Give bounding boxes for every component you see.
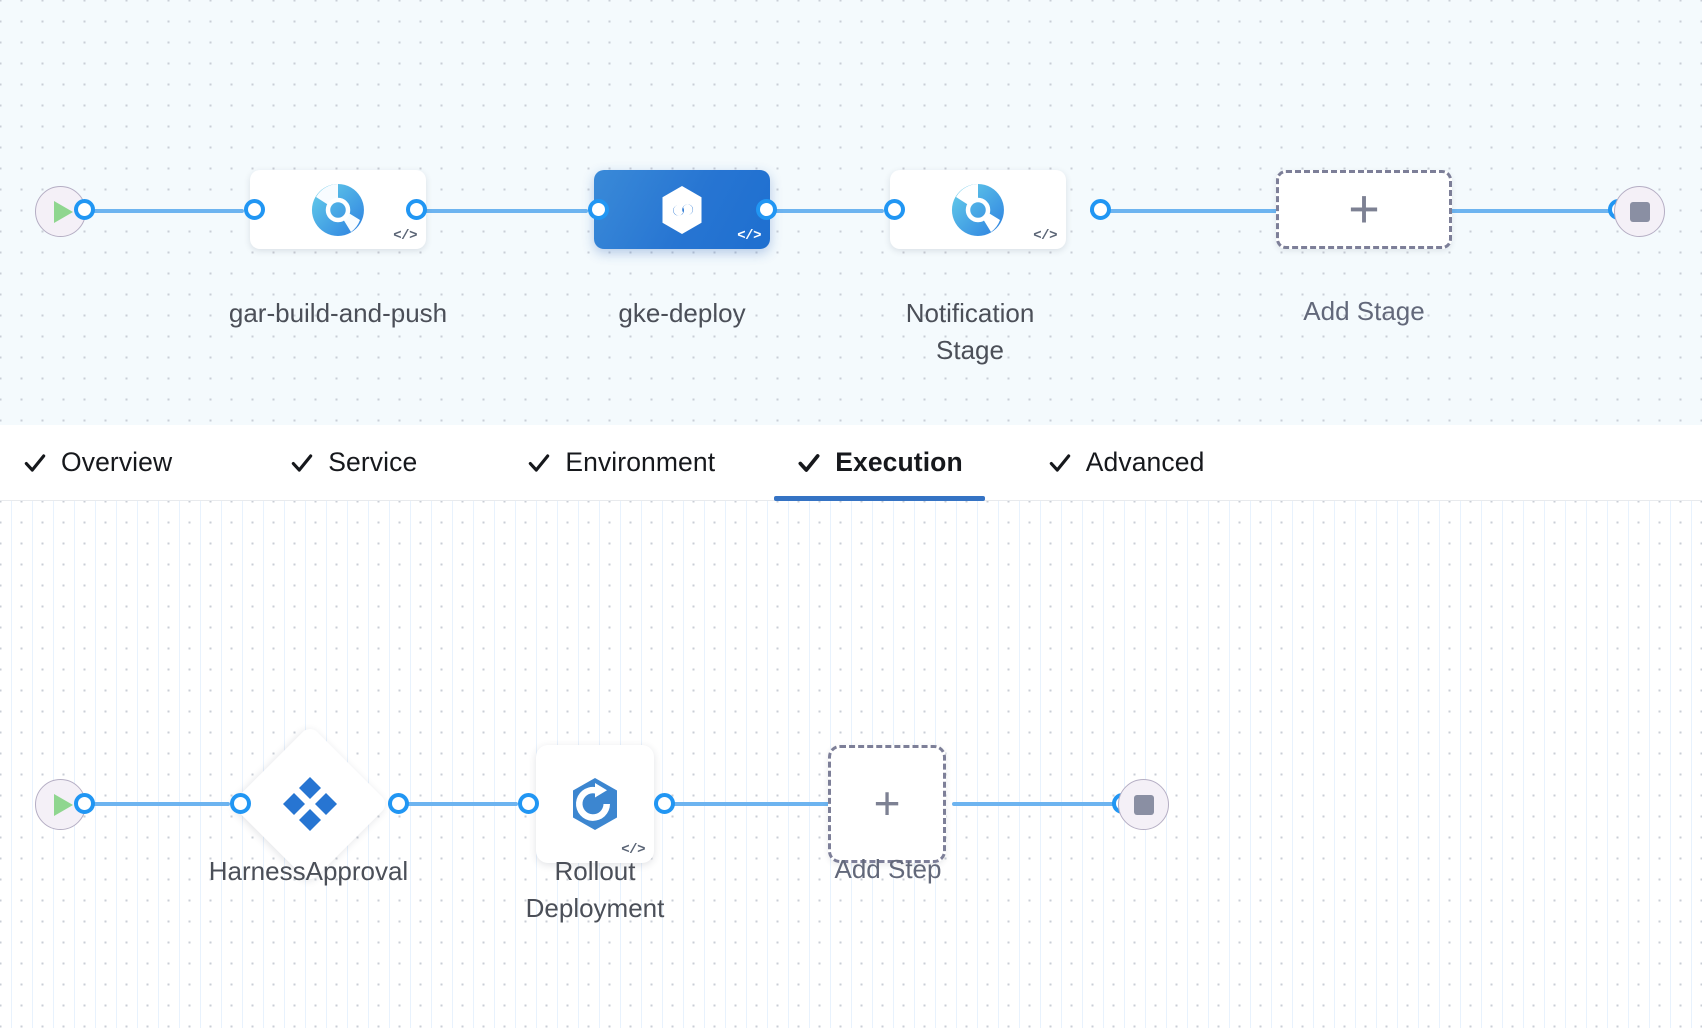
stage-config-tab-bar[interactable]: Overview Service Environment Execution A…	[0, 425, 1702, 501]
add-step-label: Add Step	[834, 854, 942, 884]
check-icon	[798, 453, 820, 472]
execution-end-node[interactable]	[1118, 779, 1169, 830]
pipe-addstage-to-end	[1450, 209, 1612, 213]
code-badge-icon: </>	[621, 842, 645, 858]
pipe-addstep-to-end	[952, 802, 1116, 806]
stage-start-port[interactable]	[74, 199, 95, 220]
pipe-start-to-step1	[74, 802, 230, 806]
harness-approval-icon	[283, 777, 337, 831]
stage-card-gar-build-and-push[interactable]: </>	[250, 170, 426, 249]
check-icon	[24, 453, 46, 472]
kubernetes-rollout-icon	[573, 778, 617, 830]
execution-steps-canvas[interactable]: HarnessApproval </> Rollout Deployment +…	[0, 501, 1702, 1028]
code-badge-icon: </>	[737, 228, 761, 244]
plus-icon: +	[873, 777, 901, 830]
step1-output-port[interactable]	[388, 793, 409, 814]
stage-label-gar-build-and-push: gar-build-and-push	[228, 298, 448, 328]
stage-label-gke-deploy: gke-deploy	[618, 298, 746, 328]
stop-icon	[1133, 794, 1154, 815]
harness-ci-build-icon	[951, 183, 1004, 236]
plus-icon: +	[1348, 179, 1380, 240]
play-icon	[54, 793, 73, 816]
pipe-step1-to-step2	[388, 802, 518, 806]
stage3-output-port[interactable]	[1090, 199, 1111, 220]
tab-overview[interactable]: Overview	[22, 425, 172, 501]
stage-label-notification-stage: Notification Stage	[905, 298, 1035, 365]
add-stage-button[interactable]: +	[1276, 170, 1452, 249]
tab-label: Environment	[565, 447, 716, 477]
step1-input-port[interactable]	[230, 793, 251, 814]
stage1-input-port[interactable]	[244, 199, 265, 220]
harness-cd-deploy-icon	[662, 185, 702, 234]
step2-input-port[interactable]	[518, 793, 539, 814]
code-badge-icon: </>	[1033, 228, 1057, 244]
pipe-step2-to-addstep	[654, 802, 834, 806]
stage2-input-port[interactable]	[588, 199, 609, 220]
tab-label: Advanced	[1085, 447, 1205, 477]
step-card-rollout-deployment[interactable]: </>	[536, 745, 654, 863]
pipeline-stage-canvas[interactable]: </> gar-build-and-push </> gke-deploy </	[0, 0, 1702, 425]
stage1-output-port[interactable]	[406, 199, 427, 220]
stop-icon	[1629, 201, 1650, 222]
tab-advanced[interactable]: Advanced	[1047, 425, 1205, 501]
tab-label: Service	[328, 447, 418, 477]
harness-approval-icon-wrap	[279, 773, 341, 835]
add-stage-label: Add Stage	[1303, 296, 1425, 326]
stage-end-node[interactable]	[1614, 186, 1665, 237]
stage3-input-port[interactable]	[884, 199, 905, 220]
play-icon	[54, 200, 73, 223]
tab-service[interactable]: Service	[289, 425, 417, 501]
stage-start-node[interactable]	[35, 186, 86, 237]
add-step-button[interactable]: +	[828, 745, 946, 863]
pipe-stage3-to-addstage	[1090, 209, 1280, 213]
tab-environment[interactable]: Environment	[526, 425, 715, 501]
pipe-stage1-to-stage2	[406, 209, 588, 213]
stage2-output-port[interactable]	[756, 199, 777, 220]
pipe-stage2-to-stage3	[756, 209, 884, 213]
step2-output-port[interactable]	[654, 793, 675, 814]
check-icon	[292, 453, 313, 472]
stage-card-notification-stage[interactable]: </>	[890, 170, 1066, 249]
check-icon	[1049, 453, 1070, 472]
tab-label: Overview	[61, 447, 173, 477]
step-label-harness-approval: HarnessApproval	[208, 856, 409, 886]
pipe-start-to-stage1	[74, 209, 244, 213]
code-badge-icon: </>	[393, 228, 417, 244]
execution-start-port[interactable]	[74, 793, 95, 814]
step-label-rollout-deployment: Rollout Deployment	[525, 856, 665, 923]
tab-label: Execution	[835, 447, 963, 477]
tab-execution[interactable]: Execution	[774, 425, 985, 501]
harness-ci-build-icon	[311, 183, 364, 236]
stage-card-gke-deploy[interactable]: </>	[594, 170, 770, 249]
check-icon	[529, 453, 550, 472]
